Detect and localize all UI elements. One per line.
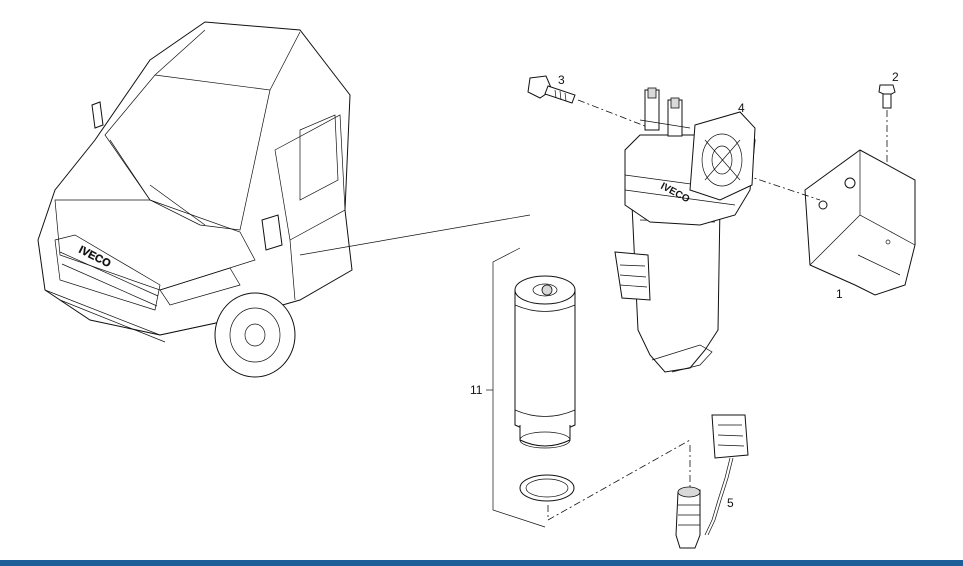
van-illustration: IVECO [37, 21, 531, 378]
callout-labels: 1 2 3 4 5 11 [470, 70, 899, 510]
callout-11: 11 [470, 383, 483, 397]
van-brand-badge: IVECO [77, 244, 113, 270]
callout-2: 2 [892, 70, 899, 84]
callout-1: 1 [836, 287, 843, 301]
bracket-part-1 [744, 149, 916, 296]
callout-5: 5 [727, 496, 734, 510]
callout-4: 4 [738, 101, 745, 115]
filter-housing-part-4: IVECO [614, 87, 756, 373]
filter-cartridge-part-11 [486, 247, 691, 528]
sensor-part-5 [675, 414, 749, 549]
bottom-accent-bar [0, 560, 963, 566]
bolt-part-3 [527, 75, 651, 129]
callout-3: 3 [558, 73, 565, 87]
screw-part-2 [878, 84, 896, 170]
